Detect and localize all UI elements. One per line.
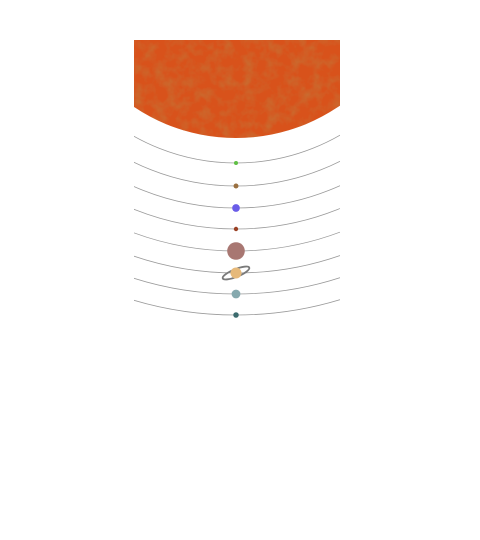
planet-neptune: [233, 312, 239, 318]
planet-mercury: [234, 161, 238, 165]
planet-mars: [233, 226, 239, 232]
planet-venus: [233, 183, 239, 189]
planet-jupiter: [227, 242, 245, 260]
planet-uranus: [231, 289, 241, 299]
diagram-panel: [134, 40, 340, 318]
planet-earth: [232, 204, 240, 212]
saturn-body: [230, 267, 242, 279]
sun: [134, 40, 340, 138]
sun-texture: [134, 40, 340, 138]
planet-saturn: [221, 265, 251, 281]
